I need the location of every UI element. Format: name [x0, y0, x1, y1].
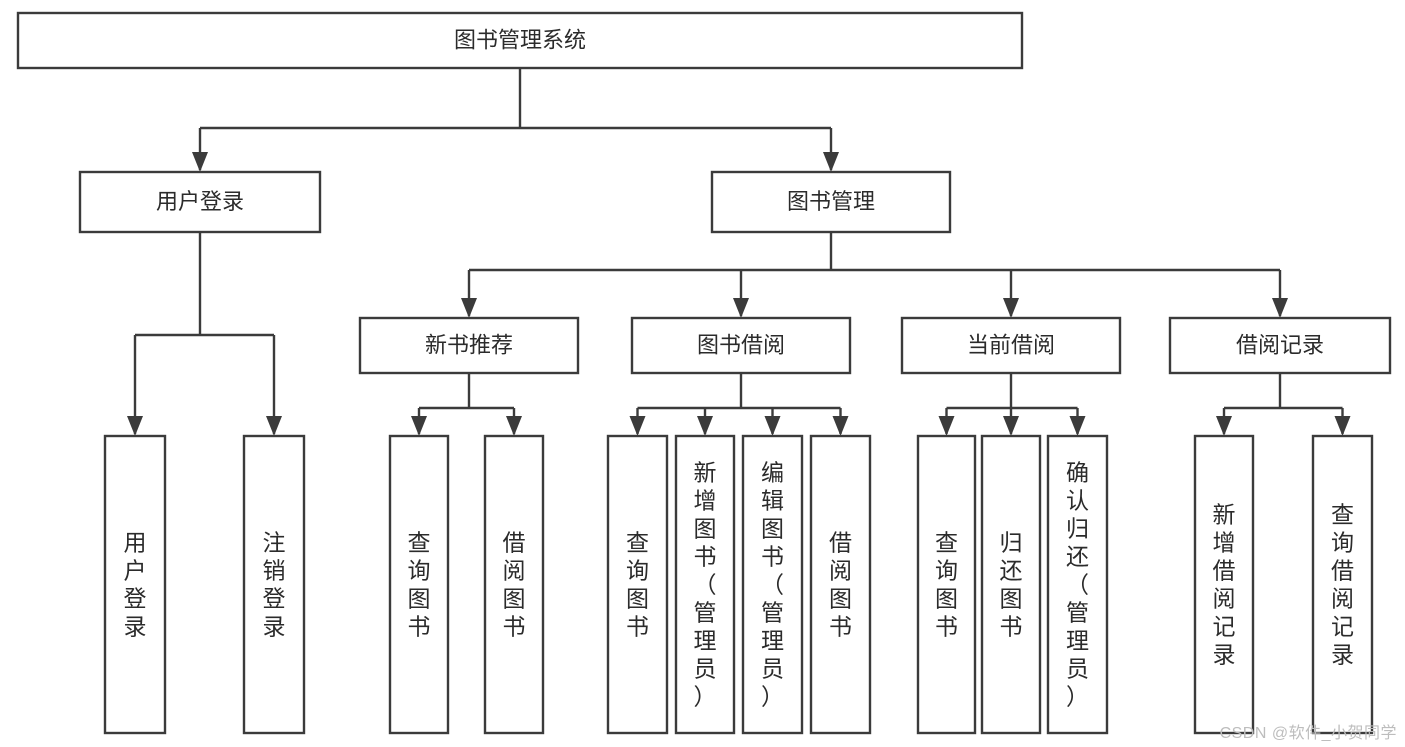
arrow-head-icon [697, 416, 713, 436]
node-cb-confirm-return[interactable]: 确认归还（管理员） [1046, 434, 1109, 735]
node-box [483, 434, 545, 735]
node-label: 注销登录 [263, 529, 286, 639]
node-label: 用户登录 [124, 529, 147, 639]
node-root[interactable]: 图书管理系统 [16, 11, 1024, 70]
node-nbr-borrow-book[interactable]: 借阅图书 [483, 434, 545, 735]
arrow-head-icon [411, 416, 427, 436]
node-user-login-do[interactable]: 用户登录 [103, 434, 167, 735]
node-layer: 图书管理系统用户登录图书管理用户登录注销登录新书推荐查询图书借阅图书图书借阅查询… [16, 11, 1392, 735]
node-current-borrow[interactable]: 当前借阅 [900, 316, 1122, 375]
arrow-head-icon [266, 416, 282, 436]
node-label: 新书推荐 [425, 332, 513, 357]
arrow-head-icon [938, 416, 955, 436]
arrow-head-icon [764, 416, 781, 436]
node-label: 查询图书 [935, 529, 958, 639]
node-borrow-record[interactable]: 借阅记录 [1168, 316, 1392, 375]
node-bb-query-book[interactable]: 查询图书 [606, 434, 669, 735]
node-box [1168, 316, 1392, 375]
node-br-add-record[interactable]: 新增借阅记录 [1193, 434, 1255, 735]
node-label: 借阅图书 [503, 529, 526, 639]
node-user-logout[interactable]: 注销登录 [242, 434, 306, 735]
node-label: 图书借阅 [697, 332, 785, 357]
node-box [1193, 434, 1255, 735]
node-nbr-query-book[interactable]: 查询图书 [388, 434, 450, 735]
node-box [916, 434, 977, 735]
node-box [1046, 434, 1109, 735]
node-cb-return-book[interactable]: 归还图书 [980, 434, 1042, 735]
node-book-borrow[interactable]: 图书借阅 [630, 316, 852, 375]
node-box [809, 434, 872, 735]
node-label: 新增图书（管理员） [694, 459, 717, 709]
connector-layer [127, 68, 1351, 436]
node-label: 当前借阅 [967, 332, 1055, 357]
watermark-text: CSDN @软件_小贺同学 [1219, 725, 1397, 742]
arrow-head-icon [1069, 416, 1086, 436]
arrow-head-icon [1003, 298, 1019, 318]
node-label: 查询图书 [408, 529, 431, 639]
node-label: 图书管理 [787, 189, 875, 214]
node-box [242, 434, 306, 735]
node-box [388, 434, 450, 735]
arrow-head-icon [461, 298, 477, 318]
node-label: 借阅记录 [1236, 332, 1324, 357]
node-box [1311, 434, 1374, 735]
node-label: 图书管理系统 [454, 27, 586, 52]
node-label: 借阅图书 [829, 529, 852, 639]
node-box [674, 434, 736, 735]
node-bb-borrow-book[interactable]: 借阅图书 [809, 434, 872, 735]
node-cb-query-book[interactable]: 查询图书 [916, 434, 977, 735]
arrow-head-icon [127, 416, 143, 436]
node-box [900, 316, 1122, 375]
node-box [103, 434, 167, 735]
node-box [630, 316, 852, 375]
arrow-head-icon [506, 416, 522, 436]
arrow-head-icon [733, 298, 749, 318]
node-user-login[interactable]: 用户登录 [78, 170, 322, 234]
node-label: 编辑图书（管理员） [761, 459, 784, 709]
node-box [741, 434, 804, 735]
node-book-management[interactable]: 图书管理 [710, 170, 952, 234]
node-bb-edit-book[interactable]: 编辑图书（管理员） [741, 434, 804, 735]
node-label: 用户登录 [156, 189, 244, 214]
node-box [78, 170, 322, 234]
node-bb-add-book[interactable]: 新增图书（管理员） [674, 434, 736, 735]
arrow-head-icon [1334, 416, 1351, 436]
node-box [980, 434, 1042, 735]
node-label: 新增借阅记录 [1213, 501, 1236, 667]
node-new-book-recommend[interactable]: 新书推荐 [358, 316, 580, 375]
arrow-head-icon [832, 416, 849, 436]
node-box [16, 11, 1024, 70]
node-label: 查询图书 [626, 529, 649, 639]
node-label: 归还图书 [1000, 529, 1023, 639]
arrow-head-icon [1272, 298, 1288, 318]
node-br-query-record[interactable]: 查询借阅记录 [1311, 434, 1374, 735]
arrow-head-icon [823, 152, 839, 172]
node-label: 确认归还（管理员） [1066, 459, 1089, 709]
arrow-head-icon [1216, 416, 1232, 436]
node-box [358, 316, 580, 375]
node-box [710, 170, 952, 234]
node-label: 查询借阅记录 [1331, 501, 1354, 667]
arrow-head-icon [192, 152, 208, 172]
arrow-head-icon [629, 416, 646, 436]
arrow-head-icon [1003, 416, 1019, 436]
node-box [606, 434, 669, 735]
